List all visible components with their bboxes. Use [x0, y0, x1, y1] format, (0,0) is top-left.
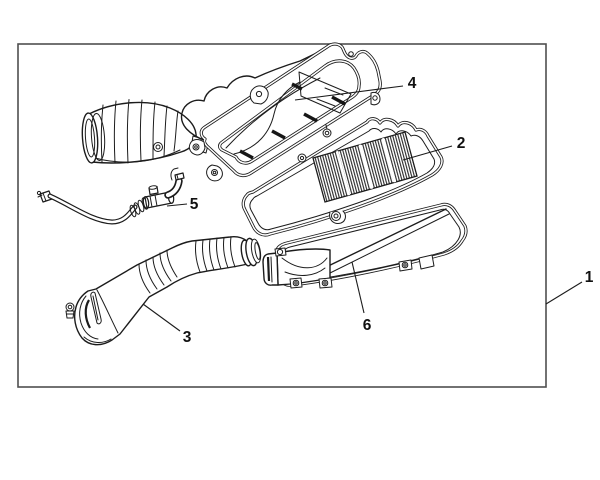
callout-5: 5: [190, 196, 199, 213]
case-mount-tabs: [289, 254, 435, 289]
air-filter-element: [312, 131, 418, 203]
leader-line-6: [351, 261, 365, 314]
leader-line-4: [294, 85, 404, 101]
rib-mark: [303, 112, 318, 123]
leader-lines: [142, 85, 583, 332]
rib-mark: [291, 82, 303, 91]
cover-seal-rim: [199, 42, 382, 178]
cover-mount-tabs: [188, 51, 381, 182]
callout-2: 2: [457, 135, 466, 152]
leader-line-5: [166, 203, 188, 207]
duct-body: [73, 236, 254, 346]
snout-mouth: [262, 252, 279, 286]
cover-body-silhouette: [180, 47, 328, 142]
leader-line-3: [142, 303, 181, 332]
tube-boss: [153, 142, 163, 152]
duct-scoop-detail: [79, 289, 119, 343]
case-fold-line: [319, 208, 447, 271]
rim-side-tab: [370, 91, 381, 106]
rib-mark: [331, 95, 346, 106]
cover-foot-tab: [206, 164, 223, 182]
rim-notch-hole: [348, 51, 354, 57]
part-4-cover-assembly: [81, 42, 382, 182]
tube-clamp-ring: [90, 113, 106, 161]
intake-tube-body: [88, 101, 197, 164]
rim-boss: [322, 128, 332, 138]
frame-boss: [297, 153, 307, 163]
part-5-breather-hose: [36, 167, 185, 225]
case-rect-tab: [418, 254, 435, 270]
duct-bracket-blade: [90, 291, 102, 325]
callout-4: 4: [408, 75, 417, 92]
callout-1: 1: [585, 269, 594, 286]
elbow-nipple: [174, 172, 185, 181]
part-6-lower-case: [262, 202, 468, 289]
filter-section-dividers: [335, 137, 397, 196]
cover-interior-detail: [225, 71, 352, 160]
duct-bolt: [65, 302, 75, 319]
intake-tube-ribs: [94, 99, 181, 164]
frame-inner-line: [249, 128, 436, 231]
leader-line-1: [545, 281, 583, 305]
cover-ear-tab: [249, 85, 269, 105]
duct-end-lip: [240, 237, 262, 267]
hose-collar-ribs: [129, 197, 149, 218]
callout-3: 3: [183, 329, 192, 346]
duct-corrugations: [138, 236, 236, 294]
intake-tube: [81, 99, 210, 164]
callout-labels: 1 2 3 4 5 6: [183, 75, 594, 346]
rib-mark: [271, 129, 286, 140]
part-3-intake-duct: [65, 236, 262, 346]
case-inlet-snout: [262, 247, 331, 286]
leader-line-2: [402, 145, 453, 161]
callout-6: 6: [363, 317, 372, 334]
rib-mark: [239, 149, 254, 160]
diagram-border: [17, 43, 547, 388]
